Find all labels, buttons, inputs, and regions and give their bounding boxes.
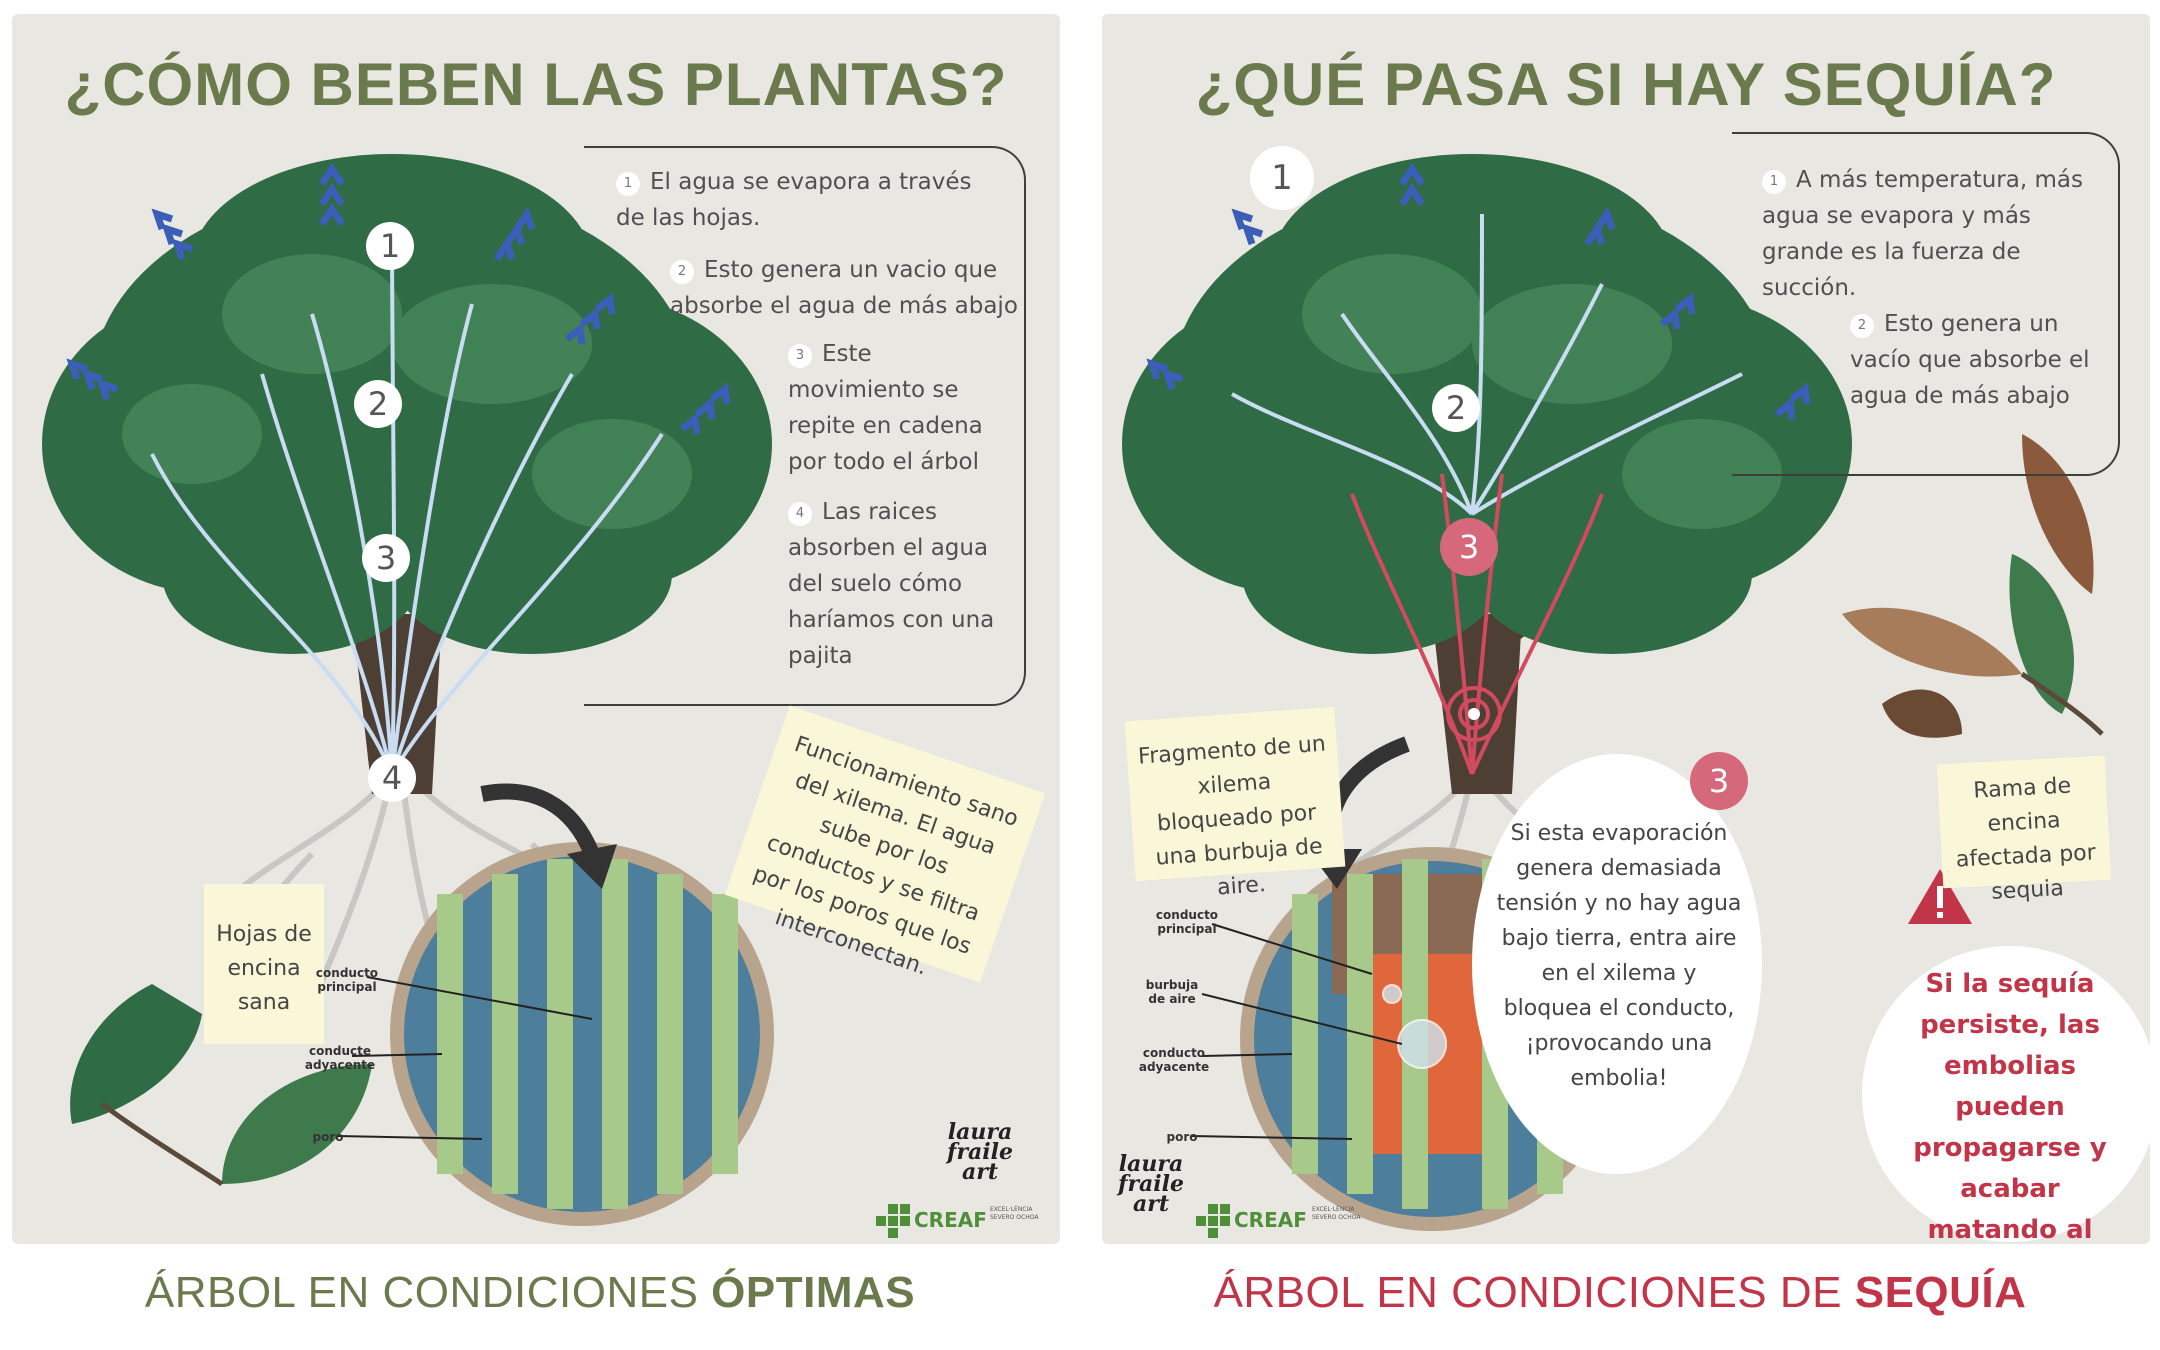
- damaged-branch-illustration: [1842, 434, 2104, 738]
- info-box: [1732, 132, 2120, 476]
- marker-1: 1: [1250, 146, 1314, 210]
- marker-2: 2: [1432, 384, 1480, 432]
- drought-caption: ÁRBOL EN CONDICIONES DE SEQUÍA: [1090, 1268, 2150, 1318]
- step-text: Este movimiento se repite en cadena por …: [788, 341, 983, 475]
- drought-tree-panel: ¿QUÉ PASA SI HAY SEQUÍA?: [1102, 14, 2150, 1244]
- label-adjacent-conduct: conducto adyacente: [1138, 1046, 1210, 1074]
- step-number: 3: [788, 344, 812, 368]
- drought-warning: Si la sequía persiste, las embolias pued…: [1913, 969, 2107, 1244]
- step-text: A más temperatura, más agua se evapora y…: [1762, 167, 2083, 301]
- healthy-leaves-note: Hojas de encina sana: [204, 884, 324, 1044]
- label-main-conduct: conducto principal: [315, 966, 379, 994]
- step-number: 2: [1850, 314, 1874, 338]
- step-text: Esto genera un vacío que absorbe el agua…: [1850, 311, 2090, 409]
- severo-ochoa-logo: EXCEL·LÈNCIA SEVERO OCHOA: [1312, 1206, 1361, 1221]
- caption-prefix: ÁRBOL EN CONDICIONES DE: [1213, 1268, 1855, 1317]
- water-flow-arrows: [150, 223, 664, 776]
- evaporation-arrows: [66, 162, 731, 435]
- embolism-target-icon: [1446, 686, 1502, 742]
- healthy-leaves-illustration: [70, 984, 372, 1187]
- marker-1: 1: [366, 222, 414, 270]
- healthy-caption: ÁRBOL EN CONDICIONES ÓPTIMAS: [0, 1268, 1060, 1318]
- damaged-branch-note: Rama de encina afectada por sequia: [1936, 755, 2112, 905]
- caption-prefix: ÁRBOL EN CONDICIONES: [144, 1268, 712, 1317]
- creaf-logo-text: CREAF: [1234, 1208, 1307, 1232]
- step-text: Esto genera un vacio que absorbe el agua…: [670, 257, 1018, 319]
- healthy-xylem-diagram: [336, 842, 774, 1226]
- caption-emphasis: ÓPTIMAS: [711, 1268, 916, 1317]
- speech-bubble: [1472, 754, 1762, 1174]
- step-number: 2: [670, 260, 694, 284]
- bubble-step-number: 3: [1690, 752, 1748, 810]
- step-text: Las raices absorben el agua del suelo có…: [788, 499, 995, 669]
- caption-emphasis: SEQUÍA: [1854, 1268, 2027, 1317]
- info-box: [584, 146, 1026, 706]
- step-number: 4: [788, 502, 812, 526]
- label-adjacent-conduct: conducte adyacente: [304, 1044, 376, 1072]
- marker-3: 3: [362, 534, 410, 582]
- step-number: 1: [1762, 170, 1786, 194]
- healthy-tree-panel: ¿CÓMO BEBEN LAS PLANTAS?: [12, 14, 1060, 1244]
- blocked-xylem-note: Fragmento de un xilema bloqueado por una…: [1124, 706, 1346, 900]
- creaf-logo-icon: [876, 1204, 910, 1238]
- label-air-bubble: burbuja de aire: [1145, 978, 1199, 1006]
- marker-2: 2: [354, 380, 402, 428]
- step-text: El agua se evapora a través de las hojas…: [616, 169, 972, 231]
- creaf-logo-text: CREAF: [914, 1208, 987, 1232]
- label-main-conduct: conducto principal: [1155, 908, 1219, 936]
- artist-signature: laura fraile art: [1117, 1151, 1185, 1217]
- artist-signature: laura fraile art: [946, 1119, 1014, 1185]
- marker-4: 4: [368, 754, 416, 802]
- embolism-explanation: Si esta evaporación genera demasiada ten…: [1496, 821, 1742, 1091]
- step-number: 1: [616, 172, 640, 196]
- panel-title: ¿QUÉ PASA SI HAY SEQUÍA?: [1195, 51, 2057, 118]
- trunk: [352, 614, 442, 794]
- label-pore: poro: [312, 1130, 344, 1144]
- marker-3: 3: [1440, 518, 1498, 576]
- severo-ochoa-logo: EXCEL·LÈNCIA SEVERO OCHOA: [990, 1206, 1039, 1221]
- label-pore: poro: [1166, 1130, 1198, 1144]
- panel-title: ¿CÓMO BEBEN LAS PLANTAS?: [64, 51, 1008, 118]
- warning-circle: [1862, 946, 2150, 1242]
- air-bubble-icon: [1397, 1019, 1447, 1069]
